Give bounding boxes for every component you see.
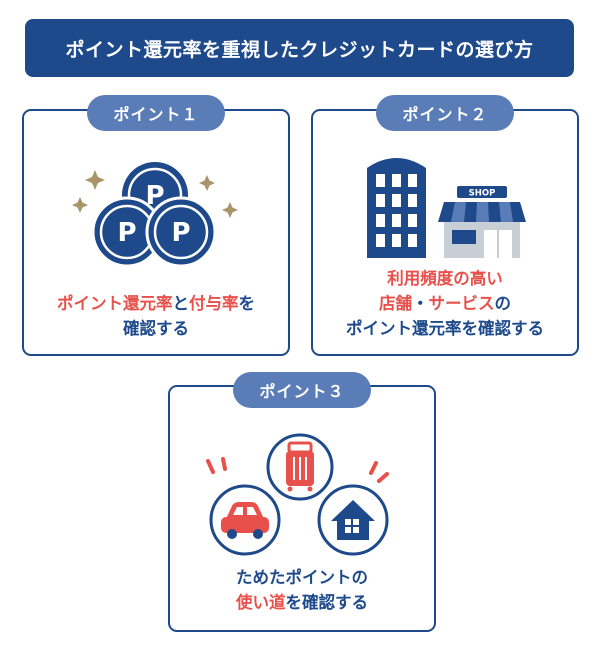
text-segment: 確認する	[123, 319, 189, 338]
shop-sign-label: SHOP	[469, 189, 496, 199]
text-segment: ・	[412, 294, 429, 313]
text-segment: を確認する	[285, 593, 369, 612]
coin-label: P	[117, 218, 136, 248]
highlight-text: 付与率	[189, 294, 239, 313]
text-segment: ポイント還元率を確認する	[346, 319, 544, 338]
car-icon	[209, 484, 281, 556]
text-line: 店舗・サービスの	[313, 291, 577, 316]
highlight-text: 店舗	[379, 294, 412, 313]
text-line: 利用頻度の高い	[313, 266, 577, 291]
point-card-1: ポイント還元率と付与率を 確認する	[22, 109, 290, 356]
building-and-shop-icon: SHOP	[367, 158, 526, 258]
text-line: ためたポイントの	[170, 565, 434, 590]
coin-label: P	[171, 218, 190, 248]
text-line: 確認する	[24, 316, 288, 341]
sparkle-icon	[222, 202, 238, 218]
page-title: ポイント還元率を重視したクレジットカードの選び方	[25, 19, 574, 77]
text-segment: と	[172, 294, 190, 313]
text-segment: を	[238, 294, 256, 313]
office-building-icon	[367, 158, 426, 258]
sparkle-icon	[72, 197, 88, 213]
usage-icons	[206, 433, 389, 556]
sparkle-icons	[72, 170, 238, 218]
point-2-text: 利用頻度の高い 店舗・サービスの ポイント還元率を確認する	[313, 266, 577, 341]
coin-label: P	[145, 181, 164, 211]
sparkle-icon	[85, 170, 105, 190]
text-line: ポイント還元率と付与率を	[24, 291, 288, 316]
point-3-text: ためたポイントの 使い道を確認する	[170, 565, 434, 615]
emphasis-marks	[206, 457, 389, 483]
coin: P	[145, 196, 217, 268]
house-icon	[317, 484, 389, 556]
highlight-text: 使い道	[236, 593, 286, 612]
sparkle-icon	[199, 175, 215, 191]
text-line: 使い道を確認する	[170, 590, 434, 615]
text-line: ポイント還元率を確認する	[313, 316, 577, 341]
highlight-text: ポイント還元率	[57, 294, 173, 313]
text-segment: ためたポイントの	[236, 568, 368, 587]
point-coins-icon: P P P	[72, 162, 238, 268]
text-segment: の	[494, 294, 512, 313]
shop-icon: SHOP	[438, 186, 526, 258]
highlight-text: 利用頻度の高い	[387, 269, 503, 288]
point-badge-1: ポイント１	[87, 95, 225, 131]
point-badge-3: ポイント３	[233, 372, 371, 408]
highlight-text: サービス	[428, 294, 495, 313]
suitcase-icon	[266, 433, 334, 501]
coin: P	[91, 196, 163, 268]
point-1-text: ポイント還元率と付与率を 確認する	[24, 291, 288, 341]
point-badge-2: ポイント２	[376, 95, 514, 131]
